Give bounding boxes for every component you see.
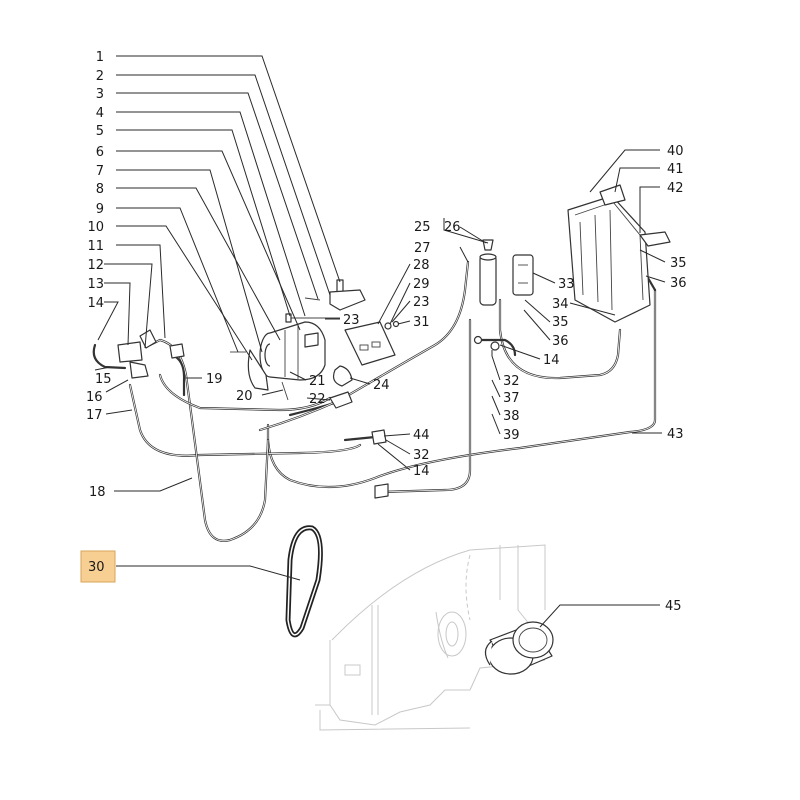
callout-30[interactable]: 30 — [88, 560, 105, 575]
callout-4[interactable]: 4 — [96, 106, 104, 121]
callout-24[interactable]: 24 — [373, 378, 390, 393]
callout-27[interactable]: 27 — [414, 241, 431, 256]
callout-28[interactable]: 28 — [413, 258, 430, 273]
callout-36b[interactable]: 36 — [670, 276, 687, 291]
callout-14c[interactable]: 14 — [413, 464, 430, 479]
callout-21[interactable]: 21 — [309, 374, 326, 389]
callout-14a[interactable]: 14 — [87, 296, 104, 311]
callout-26[interactable]: 26 — [444, 220, 461, 235]
callout-11[interactable]: 11 — [87, 239, 104, 254]
callout-39[interactable]: 39 — [503, 428, 520, 443]
receiver-dryer — [479, 239, 497, 306]
callout-3[interactable]: 3 — [96, 87, 104, 102]
parts — [92, 184, 671, 675]
callout-41[interactable]: 41 — [667, 162, 684, 177]
callout-9[interactable]: 9 — [96, 202, 104, 217]
callout-40[interactable]: 40 — [667, 144, 684, 159]
callout-1[interactable]: 1 — [96, 50, 104, 65]
callout-13[interactable]: 13 — [87, 277, 104, 292]
callout-19[interactable]: 19 — [206, 372, 223, 387]
callout-38[interactable]: 38 — [503, 409, 520, 424]
drive-belt — [285, 525, 323, 638]
callout-45[interactable]: 45 — [665, 599, 682, 614]
callout-10[interactable]: 10 — [87, 220, 104, 235]
callout-6[interactable]: 6 — [96, 145, 104, 160]
callout-44[interactable]: 44 — [413, 428, 430, 443]
callout-25[interactable]: 25 — [414, 220, 431, 235]
callout-37[interactable]: 37 — [503, 391, 520, 406]
callout-33[interactable]: 33 — [558, 277, 575, 292]
filter-canister — [484, 621, 554, 675]
callout-20[interactable]: 20 — [236, 389, 253, 404]
callout-14b[interactable]: 14 — [543, 353, 560, 368]
callout-32a[interactable]: 32 — [503, 374, 520, 389]
callout-35a[interactable]: 35 — [552, 315, 569, 330]
callout-2[interactable]: 2 — [96, 69, 104, 84]
callout-5[interactable]: 5 — [96, 124, 104, 139]
callout-labels: 1 2 3 4 5 6 7 8 9 10 11 12 13 14 15 16 1… — [86, 50, 687, 614]
hose-network — [128, 260, 657, 542]
callout-15[interactable]: 15 — [95, 372, 112, 387]
callout-42[interactable]: 42 — [667, 181, 684, 196]
condenser — [567, 184, 671, 323]
callout-29[interactable]: 29 — [413, 277, 430, 292]
chassis-ghost — [315, 544, 546, 731]
callout-23b[interactable]: 23 — [413, 295, 430, 310]
callout-36a[interactable]: 36 — [552, 334, 569, 349]
callout-23a[interactable]: 23 — [343, 313, 360, 328]
leader-lines — [94, 55, 666, 628]
callout-7[interactable]: 7 — [96, 164, 104, 179]
callout-12[interactable]: 12 — [87, 258, 104, 273]
callout-8[interactable]: 8 — [96, 182, 104, 197]
callout-35b[interactable]: 35 — [670, 256, 687, 271]
callout-34[interactable]: 34 — [552, 297, 569, 312]
callout-22[interactable]: 22 — [309, 392, 326, 407]
callout-17[interactable]: 17 — [86, 408, 103, 423]
callout-31[interactable]: 31 — [413, 315, 430, 330]
highlight-box-30[interactable] — [80, 550, 116, 583]
compressor — [259, 321, 326, 381]
callout-32b[interactable]: 32 — [413, 448, 430, 463]
callout-16[interactable]: 16 — [86, 390, 103, 405]
callout-18[interactable]: 18 — [89, 485, 106, 500]
callout-43[interactable]: 43 — [667, 427, 684, 442]
